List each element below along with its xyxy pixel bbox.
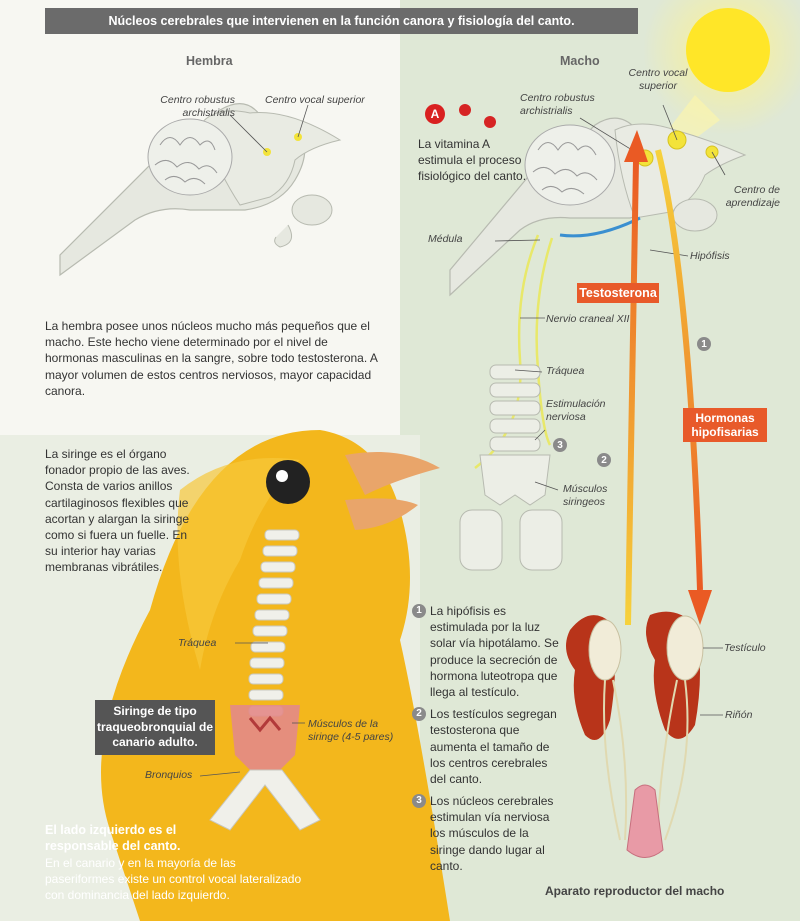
macho-label-aprendizaje: Centro de aprendizaje — [725, 184, 780, 209]
macho-label-musculos: Músculos siringeos — [563, 483, 608, 508]
macho-heading: Macho — [560, 54, 600, 68]
step-text: Los testículos segregan testosterona que… — [430, 707, 557, 786]
siringe-type-box: Siringe de tipo traqueobronquial de cana… — [95, 700, 215, 755]
red-sphere-icon — [484, 116, 496, 128]
left-side-heading: El lado izquierdo es el responsable del … — [45, 823, 181, 854]
step-number: 2 — [412, 707, 426, 722]
label-rinon: Riñón — [725, 709, 753, 721]
red-sphere-icon — [459, 104, 471, 116]
siringe-label-musculos: Músculos de la siringe (4-5 pares) — [308, 718, 394, 743]
label-testiculo: Testículo — [724, 642, 766, 654]
siringe-label-bronquios: Bronquios — [145, 769, 193, 781]
step-number: 3 — [412, 794, 426, 809]
left-panel-background — [0, 0, 400, 435]
reproductor-caption: Aparato reproductor del macho — [545, 884, 725, 898]
step-text: La hipófisis es estimulada por la luz so… — [430, 604, 559, 699]
hormonas-badge: Hormonas hipofisarias — [683, 408, 767, 442]
step-item-1: 1 La hipófisis es estimulada por la luz … — [412, 603, 562, 700]
step-1-marker: 1 — [697, 337, 711, 351]
macho-label-hipofisis: Hipófisis — [690, 250, 730, 262]
macho-label-medula: Médula — [428, 233, 463, 245]
siringe-intro: La siringe es el órgano fonador propio d… — [45, 447, 190, 575]
male-brain-illustration — [449, 104, 747, 571]
step-number: 1 — [412, 604, 426, 618]
macho-label-estimulacion: Estimulación nerviosa — [546, 398, 606, 423]
hormone-arrows — [624, 130, 712, 626]
hembra-label-vocal: Centro vocal superior — [265, 94, 365, 106]
step-3-marker: 3 — [553, 438, 567, 452]
left-side-text: En el canario y en la mayoría de las pas… — [45, 856, 302, 903]
macho-label-vocal: Centro vocal superior — [628, 67, 688, 92]
macho-label-traquea: Tráquea — [546, 365, 585, 377]
step-text: Los núcleos cerebrales estimulan vía ner… — [430, 794, 554, 873]
female-brain-illustration — [59, 103, 342, 277]
siringe-label-traquea: Tráquea — [178, 637, 217, 649]
macho-label-robustus: Centro robustus archistrialis — [520, 92, 595, 117]
step-item-2: 2 Los testículos segregan testosterona q… — [412, 706, 562, 787]
hembra-description: La hembra posee unos núcleos mucho más p… — [45, 319, 378, 398]
testosterona-badge: Testosterona — [577, 283, 659, 303]
canary-illustration — [101, 430, 450, 921]
reproductive-system-illustration — [566, 611, 723, 858]
sun-illustration — [643, 0, 800, 150]
step-item-3: 3 Los núcleos cerebrales estimulan vía n… — [412, 793, 562, 874]
steps-list: 1 La hipófisis es estimulada por la luz … — [412, 603, 562, 874]
vitamin-a-icon: A — [425, 104, 445, 124]
macho-vitamin-text: La vitamina A estimula el proceso fisiol… — [418, 137, 527, 184]
hembra-heading: Hembra — [186, 54, 233, 68]
hembra-label-robustus: Centro robustus archistrialis — [160, 94, 235, 119]
page-title: Núcleos cerebrales que intervienen en la… — [45, 8, 638, 34]
macho-label-nervio: Nervio craneal XII — [546, 313, 630, 325]
step-2-marker: 2 — [597, 453, 611, 467]
